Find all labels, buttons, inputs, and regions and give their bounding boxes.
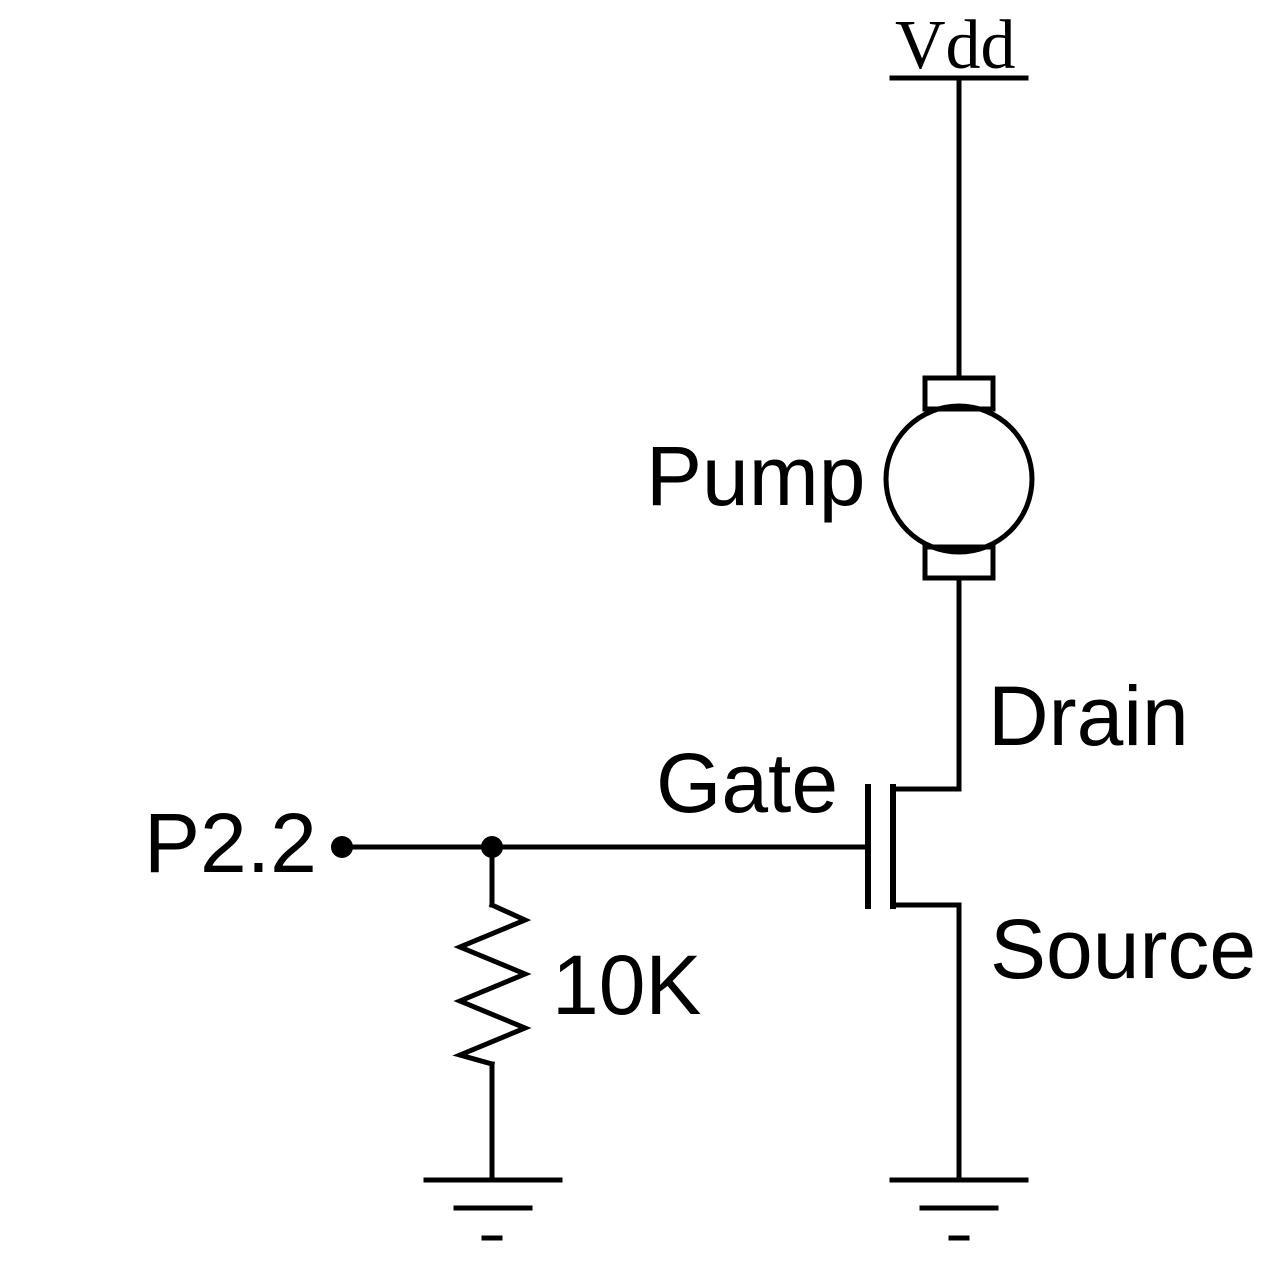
pump-motor-symbol: Pump	[646, 375, 1035, 581]
vdd-label: Vdd	[895, 7, 1016, 84]
pull-down-resistor: 10K	[452, 846, 701, 1183]
input-pin-label: P2.2	[144, 796, 317, 890]
pump-top-terminal	[922, 375, 996, 412]
resistor-value-label: 10K	[552, 938, 701, 1032]
pump-motor-circle	[883, 403, 1035, 555]
resistor-zigzag	[452, 901, 532, 1068]
input-pin-dot	[331, 836, 353, 858]
source-label: Source	[990, 902, 1256, 996]
mosfet-symbol	[865, 784, 962, 909]
resistor-ground-symbol	[423, 1177, 563, 1241]
gate-label: Gate	[656, 736, 838, 830]
drain-label: Drain	[988, 669, 1189, 763]
vdd-supply: Vdd	[889, 7, 1029, 381]
pump-label: Pump	[646, 429, 865, 523]
source-ground-symbol	[889, 1177, 1029, 1241]
